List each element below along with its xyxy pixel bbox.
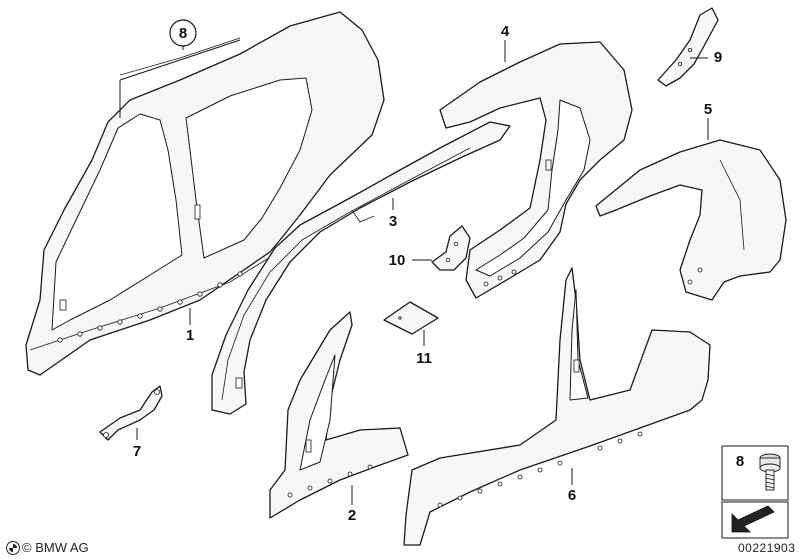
callout-3: 3: [389, 213, 397, 230]
leader-lines: [119, 39, 709, 505]
direction-arrow-inset: [721, 501, 789, 539]
callout-2: 2: [348, 507, 356, 524]
part-6-inner-sill[interactable]: [403, 267, 711, 546]
callout-5: 5: [704, 101, 712, 118]
bolt-icon: [759, 453, 781, 491]
callout-9: 9: [714, 49, 722, 66]
callout-10: 10: [389, 252, 406, 269]
callout-1: 1: [186, 327, 194, 344]
part-10-small-bracket[interactable]: [431, 225, 471, 271]
callout-7: 7: [133, 443, 141, 460]
part-5-wheel-arch-panel[interactable]: [595, 139, 787, 301]
part-3-roof-rail[interactable]: [211, 121, 511, 415]
bmw-logo-icon: [6, 541, 20, 555]
bolt-inset[interactable]: 8: [721, 445, 789, 501]
part-11-plate[interactable]: [383, 301, 439, 335]
part-1-side-frame[interactable]: [25, 11, 385, 376]
callout-8-circle: [169, 19, 197, 47]
part-9-reinforcement[interactable]: [657, 7, 719, 87]
document-number: 00221903: [738, 541, 796, 555]
part-4-quarter-panel[interactable]: [439, 41, 633, 299]
part-7-bracket[interactable]: [99, 385, 163, 441]
callout-6: 6: [568, 487, 576, 504]
callout-4: 4: [501, 23, 510, 40]
callout-8-inset: 8: [736, 453, 744, 470]
part-2-sill-section[interactable]: [269, 311, 409, 519]
callout-8-circled: 8: [179, 25, 187, 42]
arrow-icon: [731, 505, 775, 533]
callout-11: 11: [416, 350, 432, 367]
copyright-text: © BMW AG: [22, 540, 89, 555]
